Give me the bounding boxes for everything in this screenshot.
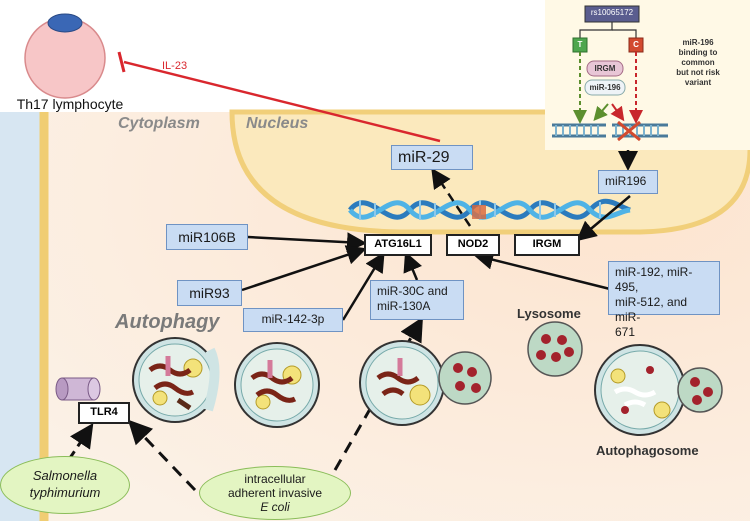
inset-mir196-label: miR-196 (589, 83, 621, 92)
autophagosome (594, 344, 723, 436)
autophagosome-label: Autophagosome (596, 443, 699, 458)
dash-salmonella-tlr4 (68, 423, 94, 459)
arrow-mir142 (341, 251, 385, 321)
inset-dna-left (552, 123, 606, 138)
th17-label: Th17 lymphocyte (16, 96, 124, 112)
mir192-line2: miR-512, and miR- (615, 295, 688, 324)
mir93-box: miR93 (177, 280, 242, 306)
inset-irgm-label: IRGM (594, 64, 616, 73)
irgm-box: IRGM (514, 234, 580, 256)
atg16l1-box: ATG16L1 (364, 234, 432, 256)
mir192-line1: miR-192, miR-495, (615, 265, 693, 294)
salmonella-line2: typhimurium (29, 485, 101, 500)
ecoli-line2: adherent invasive (227, 486, 323, 500)
autophagy-label: Autophagy (115, 311, 220, 333)
arrow-mir93 (241, 245, 367, 292)
th17-nucleus (47, 13, 83, 33)
inset-snp-label: rs10065172 (590, 8, 634, 17)
mir29-box: miR-29 (391, 145, 473, 170)
inset-note-line1: miR-196 (682, 38, 714, 47)
vesicle-3 (359, 340, 445, 426)
vesicle-1 (132, 337, 220, 423)
lysosome-label: Lysosome (517, 306, 581, 321)
il23-inhibition-line (123, 60, 441, 143)
lysosome-fusing (438, 351, 492, 405)
arrow-mir30c (403, 251, 422, 281)
arrow-mir196 (576, 195, 631, 242)
dna-helix (348, 198, 631, 220)
inset-note-line3: common (681, 58, 715, 67)
ecoli-line1: intracellular (244, 472, 306, 486)
inset-irgm-pill (586, 60, 624, 77)
il23-label: IL-23 (162, 60, 188, 72)
inhibition-bar (117, 51, 126, 73)
inset-dna-right (612, 120, 668, 142)
inset-allele-c: C (633, 40, 639, 49)
inset-note-line4: but not risk (676, 68, 720, 77)
ecoli-line3: E coli (260, 500, 290, 514)
mir192-line3: 671 (615, 325, 636, 339)
inset-note: miR-196 binding to common but not risk v… (650, 38, 746, 88)
cytoplasm-label: Cytoplasm (118, 115, 200, 132)
inset-note-line2: binding to (678, 48, 718, 57)
nod2-box: NOD2 (446, 234, 500, 256)
mir142-box: miR-142-3p (243, 308, 343, 332)
inset-allele-t: T (577, 40, 583, 49)
tlr4-box: TLR4 (78, 402, 130, 424)
mir196-box: miR196 (598, 170, 658, 194)
lysosome (527, 321, 583, 377)
inset-mir196-pill (584, 79, 626, 96)
mir106b-box: miR106B (166, 224, 248, 250)
mir30c-line1: miR-30C and (377, 284, 448, 298)
mir30c-box: miR-30C and miR-130A (370, 280, 464, 320)
arrow-mir106b (247, 232, 367, 253)
vesicle-2 (234, 342, 320, 428)
dash-ecoli-tlr4 (127, 419, 197, 492)
extracellular-space (0, 112, 40, 521)
arrow-mir192 (473, 249, 611, 291)
ecoli-oval: intracellular adherent invasive E coli (199, 466, 351, 520)
mir30c-line2: miR-130A (377, 299, 431, 313)
inset-note-line5: variant (684, 78, 712, 87)
arrow-nod2-mir29 (431, 167, 472, 227)
nucleus-label: Nucleus (246, 115, 309, 132)
salmonella-oval: Salmonella typhimurium (0, 456, 130, 514)
salmonella-line1: Salmonella (32, 468, 98, 483)
mir192-box: miR-192, miR-495, miR-512, and miR- 671 (608, 261, 720, 339)
